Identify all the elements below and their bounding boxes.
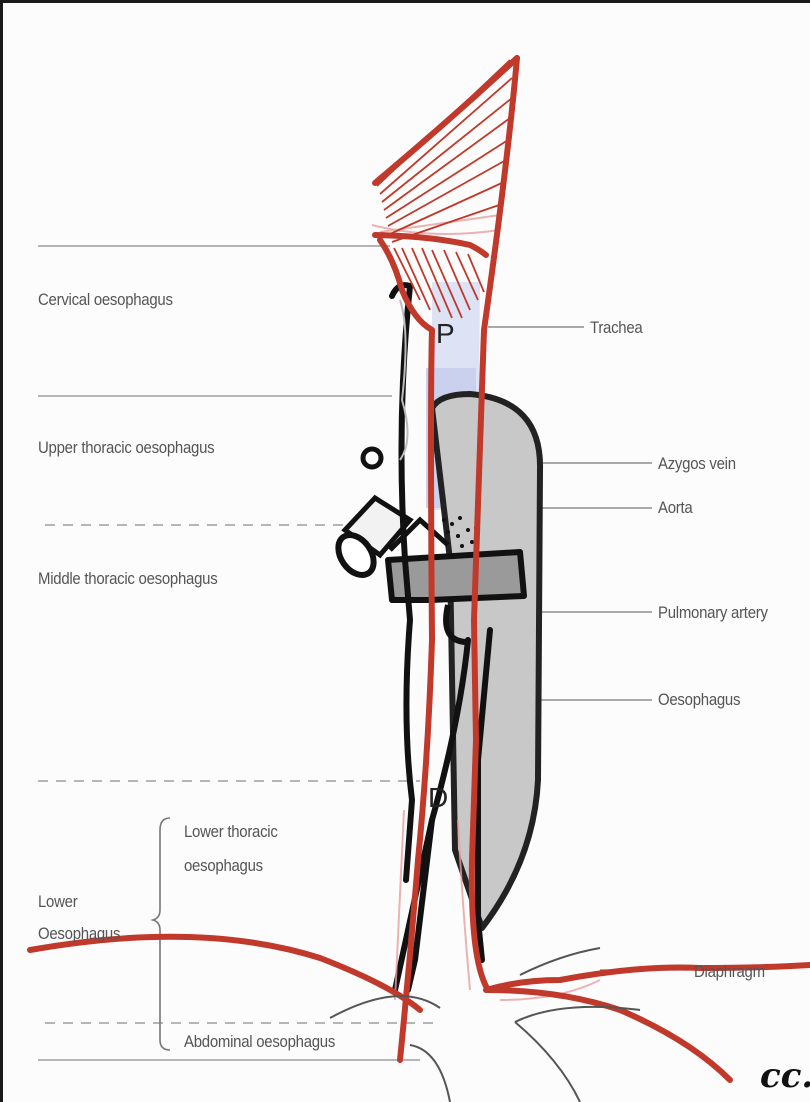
pulmonary-artery-label: Pulmonary artery [658, 603, 768, 623]
aorta-label: Aorta [658, 498, 692, 518]
signature: cc. [760, 1056, 810, 1096]
cervical-oesophagus-label: Cervical oesophagus [38, 290, 173, 310]
lower-oesophagus-label-line2: Oesophagus [38, 924, 120, 944]
azygos-vein-loop [363, 449, 381, 467]
middle-thoracic-oesophagus-label: Middle thoracic oesophagus [38, 569, 217, 589]
upper-thoracic-oesophagus-label: Upper thoracic oesophagus [38, 438, 214, 458]
diaphragm-label: Diaphragm [694, 962, 765, 982]
distal-marker: D [428, 782, 448, 814]
lower-thoracic-label-line2: oesophagus [184, 856, 263, 876]
lower-thoracic-label-line1: Lower thoracic [184, 822, 278, 842]
proximal-marker: P [436, 318, 455, 350]
azygos-vein-label: Azygos vein [658, 454, 736, 474]
oesophagus-label: Oesophagus [658, 690, 740, 710]
abdominal-oesophagus-label: Abdominal oesophagus [184, 1032, 335, 1052]
trachea-label: Trachea [590, 318, 642, 338]
lower-oesophagus-label-line1: Lower [38, 892, 77, 912]
diaphragm-curves [330, 948, 640, 1102]
